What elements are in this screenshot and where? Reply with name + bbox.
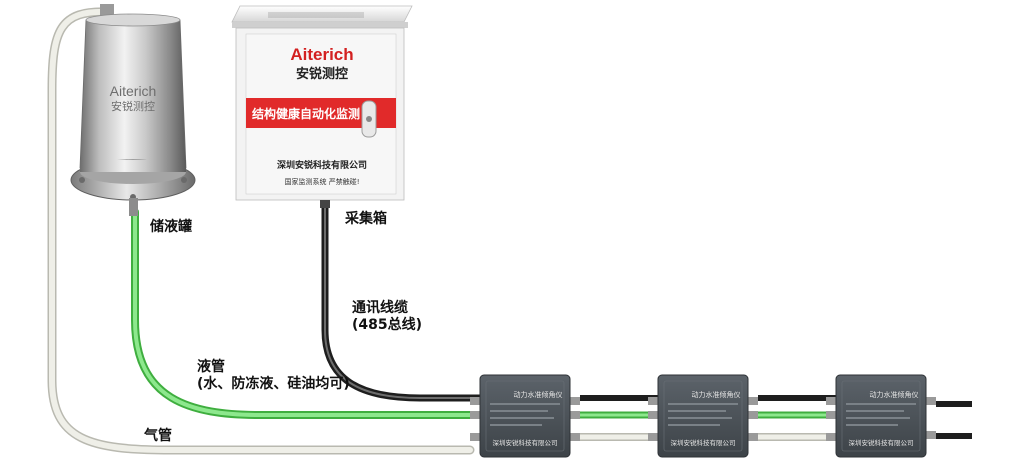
tank-brand: Aiterich bbox=[110, 83, 157, 99]
sensor-3-company: 深圳安锐科技有限公司 bbox=[849, 438, 914, 447]
storage-tank: Aiterich 安锐测控 bbox=[70, 4, 196, 216]
sensor-unit-2: 动力水准倾角仪 深圳安锐科技有限公司 bbox=[648, 374, 758, 458]
box-label: 采集箱 bbox=[345, 211, 387, 227]
liquid-pipe-label: 液管 (水、防冻液、硅油均可) bbox=[197, 359, 350, 393]
sensor-unit-1: 动力水准倾角仪 深圳安锐科技有限公司 bbox=[470, 374, 580, 458]
air-pipe-label: 气管 bbox=[144, 428, 172, 444]
cabinet-company: 深圳安锐科技有限公司 bbox=[277, 159, 367, 171]
liquid-pipe-label-line1: 液管 bbox=[197, 359, 225, 375]
cable-label: 通讯线缆 (485总线) bbox=[352, 300, 422, 334]
cable-label-line1: 通讯线缆 bbox=[352, 300, 408, 316]
sensor-2-company: 深圳安锐科技有限公司 bbox=[671, 438, 736, 447]
sensor-unit-3: 动力水准倾角仪 深圳安锐科技有限公司 bbox=[826, 374, 936, 458]
sensor-3-title: 动力水准倾角仪 bbox=[870, 390, 919, 399]
cabinet-band-text: 结构健康自动化监测 bbox=[252, 106, 360, 121]
acquisition-box: Aiterich 安锐测控 结构健康自动化监测 深圳安锐科技有限公司 国家监测系… bbox=[231, 5, 413, 208]
cabinet-slogan: 国家监测系统 严禁触碰! bbox=[284, 177, 359, 186]
tank-brand-cn: 安锐测控 bbox=[111, 99, 155, 113]
tank-label: 储液罐 bbox=[150, 219, 192, 235]
cabinet-brand-cn: 安锐测控 bbox=[296, 66, 348, 82]
cabinet-brand: Aiterich bbox=[290, 45, 353, 64]
cable-label-line2: (485总线) bbox=[352, 317, 423, 333]
sensor-2-title: 动力水准倾角仪 bbox=[692, 390, 741, 399]
liquid-pipe-label-line2: (水、防冻液、硅油均可) bbox=[197, 376, 350, 392]
sensor-1-company: 深圳安锐科技有限公司 bbox=[493, 438, 558, 447]
sensor-1-title: 动力水准倾角仪 bbox=[514, 390, 563, 399]
